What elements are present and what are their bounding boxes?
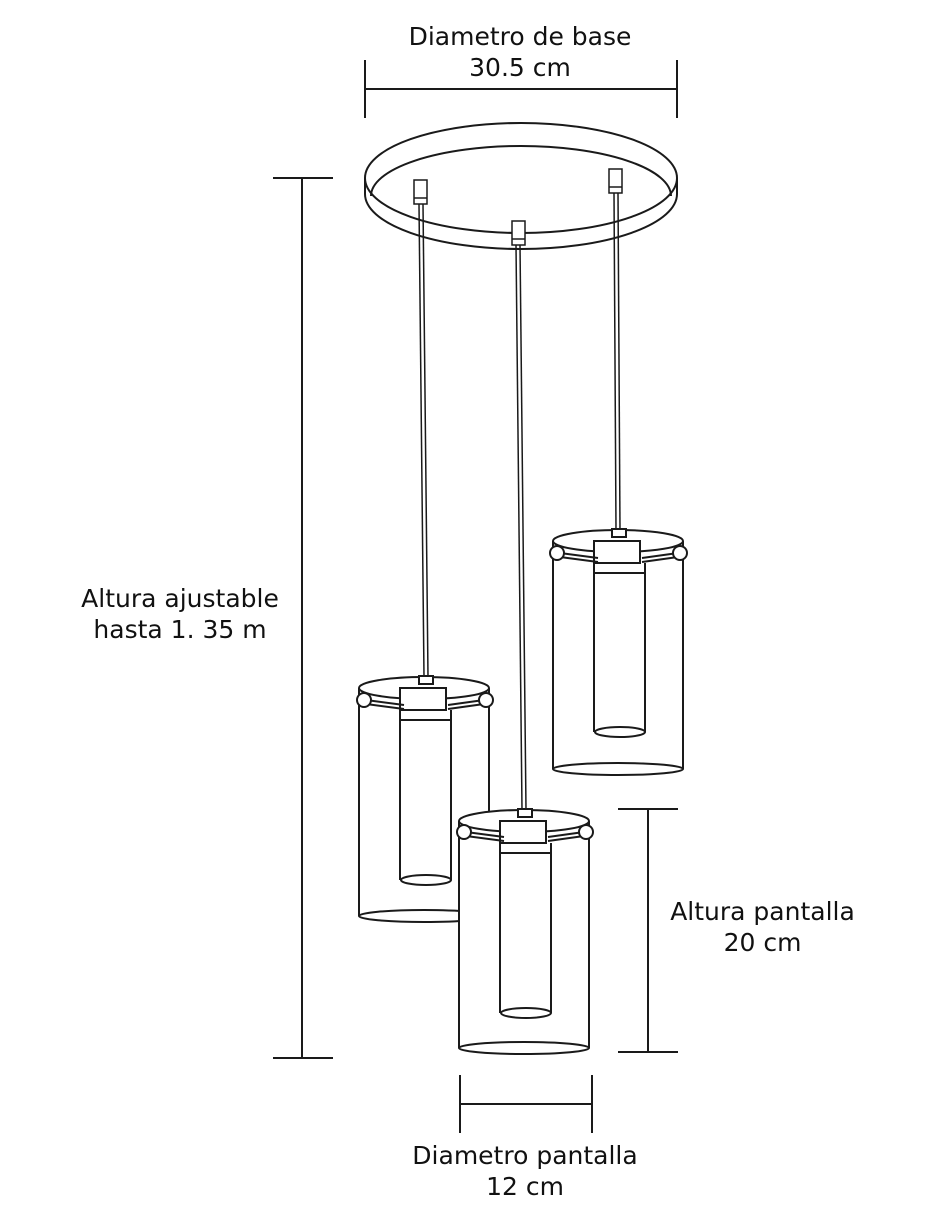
shade-height-value: 20 cm (723, 928, 802, 957)
base-diameter-label: Diametro de base 30.5 cm (330, 21, 710, 83)
shade-diameter-value: 12 cm (486, 1172, 564, 1201)
base-diameter-dimension (364, 60, 678, 118)
shade-diameter-dimension (459, 1075, 593, 1133)
shade-height-dimension (618, 808, 678, 1053)
pendant-shade-left (356, 675, 494, 923)
base-diameter-value: 30.5 cm (469, 53, 571, 82)
shade-diameter-label: Diametro pantalla 12 cm (350, 1140, 700, 1202)
pendant-shade-right (549, 528, 688, 776)
base-diameter-title: Diametro de base (408, 22, 632, 51)
suspension-cables (418, 192, 621, 811)
adjustable-height-dimension (273, 177, 333, 1059)
shade-height-title: Altura pantalla (670, 897, 855, 926)
adjustable-height-title: Altura ajustable (81, 584, 279, 613)
adjustable-height-value: hasta 1. 35 m (93, 615, 267, 644)
shade-diameter-title: Diametro pantalla (412, 1141, 638, 1170)
adjustable-height-label: Altura ajustable hasta 1. 35 m (40, 583, 320, 645)
pendant-shade-center (456, 808, 594, 1055)
shade-height-label: Altura pantalla 20 cm (640, 896, 885, 958)
ceiling-canopy (364, 122, 678, 250)
cable-caps (413, 168, 623, 246)
